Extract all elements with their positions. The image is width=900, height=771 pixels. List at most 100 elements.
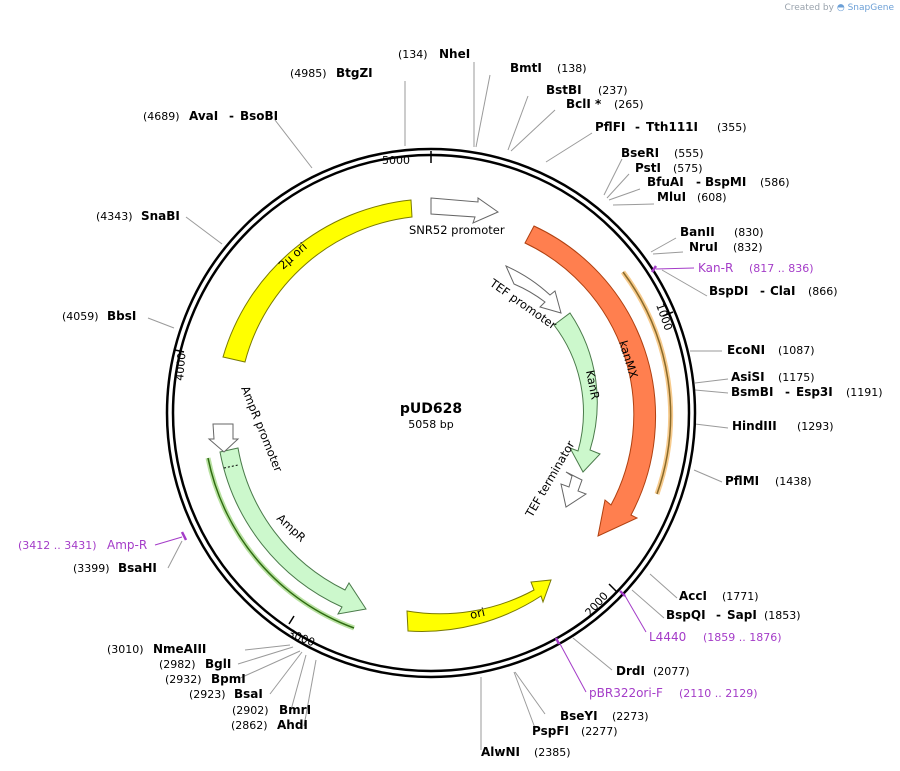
feature-tef-terminator[interactable]	[560, 471, 588, 508]
enzyme-name-bcli: BclI *	[566, 97, 602, 111]
enzyme-name-nhei: NheI	[439, 47, 470, 61]
enzyme-name-ahdi: AhdI	[277, 718, 308, 732]
svg-text:PflMI(1438): PflMI(1438)	[725, 474, 812, 488]
enzyme-name-bsmbi: BsmBI	[731, 385, 773, 399]
snapgene-watermark: Created by ◓ SnapGene	[784, 3, 894, 13]
svg-text:HindIII(1293): HindIII(1293)	[732, 419, 834, 433]
feature-label-ori: ori	[469, 605, 487, 622]
svg-text:BseYI(2273): BseYI(2273)	[560, 709, 649, 723]
svg-text:BspQI-SapI(1853): BspQI-SapI(1853)	[666, 608, 801, 622]
enzyme-pos-asisi: (1175)	[778, 371, 815, 384]
enzyme-name-pspfi: PspFI	[532, 724, 569, 738]
enzyme-name-bmti: BmtI	[510, 61, 542, 75]
enzyme-pos-psti: (575)	[673, 162, 703, 175]
enzyme-pos-banii: (830)	[734, 226, 764, 239]
svg-text:(3010)NmeAIII: (3010)NmeAIII	[107, 642, 206, 656]
svg-text:BfuAI-BspMI(586): BfuAI-BspMI(586)	[647, 175, 790, 189]
enzyme-pos-bfuai: (586)	[760, 176, 790, 189]
tick-label-3000: 3000	[286, 627, 317, 650]
svg-text:NruI(832): NruI (832)	[689, 240, 763, 254]
primer-labels: Kan-R(817 .. 836) L4440(1859 .. 1876) pB…	[18, 261, 814, 700]
enzyme-name-btgzi: BtgZI	[336, 66, 373, 80]
enzyme-name-esp3i: Esp3I	[796, 385, 833, 399]
enzyme-pos-pflmi: (1438)	[775, 475, 812, 488]
enzyme-pos-acci: (1771)	[722, 590, 759, 603]
enzyme-name-asisi: AsiSI	[731, 370, 765, 384]
enzyme-name-bpmi: BpmI	[211, 672, 246, 686]
enzyme-name-sapi: SapI	[727, 608, 757, 622]
enzyme-name-bsahi: BsaHI	[118, 561, 157, 575]
enzyme-pos-nmeaiii: (3010)	[107, 643, 144, 656]
svg-text:(4985)BtgZI: (4985) BtgZI	[290, 66, 373, 80]
feature-kanr[interactable]	[553, 312, 601, 473]
svg-text:(2902)BmrI: (2902)BmrI	[232, 703, 311, 717]
feature-ampr-promoter[interactable]	[207, 423, 240, 453]
enzyme-name-pflfi: PflFI	[595, 120, 625, 134]
svg-text:PspFI(2277): PspFI (2277)	[532, 724, 618, 738]
enzyme-name-bseri: BseRI	[621, 146, 659, 160]
svg-text:PstI(575): PstI (575)	[635, 161, 703, 175]
primer-name-pbr322ori-f: pBR322ori-F	[589, 686, 663, 700]
feature-ori[interactable]	[406, 579, 552, 632]
svg-text:(134)NheI: (134)NheI	[398, 47, 470, 61]
feature-label-snr52-promoter: SNR52 promoter	[409, 223, 505, 237]
enzyme-name-bsobi: BsoBI	[240, 109, 278, 123]
primer-range-pbr322ori-f: (2110 .. 2129)	[679, 687, 758, 700]
enzyme-pos-bseri: (555)	[674, 147, 704, 160]
feature-ampr[interactable]	[219, 447, 367, 615]
svg-text:(4689)AvaI-BsoBI: (4689)AvaI-BsoBI	[143, 109, 278, 123]
enzyme-name-avai: AvaI	[189, 109, 218, 123]
feature-2u-ori[interactable]	[222, 199, 413, 363]
enzyme-name-bsai: BsaI	[234, 687, 263, 701]
enzyme-name-bfuai: BfuAI	[647, 175, 684, 189]
svg-text:AccI(1771): AccI (1771)	[679, 589, 759, 603]
enzyme-pos-alwni: (2385)	[534, 746, 571, 759]
feature-label-ampr-promoter: AmpR promoter	[238, 384, 285, 474]
enzyme-name-bspdi: BspDI	[709, 284, 748, 298]
svg-text:BclI *(265): BclI * (265)	[566, 97, 644, 111]
svg-text:(2932)BpmI: (2932) BpmI	[165, 672, 246, 686]
feature-kanmx[interactable]	[524, 225, 657, 537]
svg-text:BmtI(138): BmtI (138)	[510, 61, 587, 75]
primer-range-kan-r: (817 .. 836)	[749, 262, 814, 275]
svg-text:Kan-R(817 .. 836): Kan-R(817 .. 836)	[698, 261, 814, 275]
feature-tef-promoter[interactable]	[505, 265, 562, 314]
features	[207, 197, 657, 632]
enzyme-pos-ahdi: (2862)	[231, 719, 268, 732]
enzyme-name-alwni: AlwNI	[481, 745, 520, 759]
enzyme-pos-nrui: (832)	[733, 241, 763, 254]
enzyme-pos-mlui: (608)	[697, 191, 727, 204]
enzyme-pos-bmti: (138)	[557, 62, 587, 75]
enzyme-name-psti: PstI	[635, 161, 661, 175]
enzyme-pos-bpmi: (2932)	[165, 673, 202, 686]
svg-text:(2862)AhdI: (2862) AhdI	[231, 718, 308, 732]
enzyme-name-banii: BanII	[680, 225, 715, 239]
feature-snr52-promoter[interactable]	[430, 197, 500, 224]
svg-text:BspDI-ClaI(866): BspDI-ClaI(866)	[709, 284, 838, 298]
tick-label-4000: 4000	[173, 352, 188, 381]
svg-text:AlwNI(2385): AlwNI (2385)	[481, 745, 571, 759]
watermark-brand: SnapGene	[847, 3, 894, 13]
svg-text:DrdI(2077): DrdI(2077)	[616, 664, 690, 678]
svg-text:BseRI(555): BseRI (555)	[621, 146, 704, 160]
svg-text:(3412 .. 3431)Amp-R: (3412 .. 3431)Amp-R	[18, 538, 147, 552]
enzyme-pos-btgzi: (4985)	[290, 67, 327, 80]
enzyme-pos-bstbi: (237)	[598, 84, 628, 97]
svg-text:L4440(1859 .. 1876): L4440(1859 .. 1876)	[649, 630, 782, 644]
svg-text:PflFI-Tth111I(355): PflFI-Tth111I(355)	[595, 120, 747, 134]
enzyme-pos-pspfi: (2277)	[581, 725, 618, 738]
enzyme-name-nrui: NruI	[689, 240, 718, 254]
enzyme-name-bstbi: BstBI	[546, 83, 582, 97]
svg-text:pBR322ori-F(2110 .. 2129): pBR322ori-F (2110 .. 2129)	[589, 686, 758, 700]
feature-label-kanr: KanR	[583, 369, 602, 401]
enzyme-pos-pflfi: (355)	[717, 121, 747, 134]
enzyme-pos-bsai: (2923)	[189, 688, 226, 701]
enzyme-pos-bcli: (265)	[614, 98, 644, 111]
enzyme-name-acci: AccI	[679, 589, 707, 603]
svg-text:(4059)BbsI: (4059) BbsI	[62, 309, 136, 323]
svg-text:EcoNI(1087): EcoNI(1087)	[727, 343, 815, 357]
enzyme-pos-bbsi: (4059)	[62, 310, 99, 323]
enzyme-name-bbsi: BbsI	[107, 309, 136, 323]
enzyme-leader-lines	[147, 62, 729, 750]
